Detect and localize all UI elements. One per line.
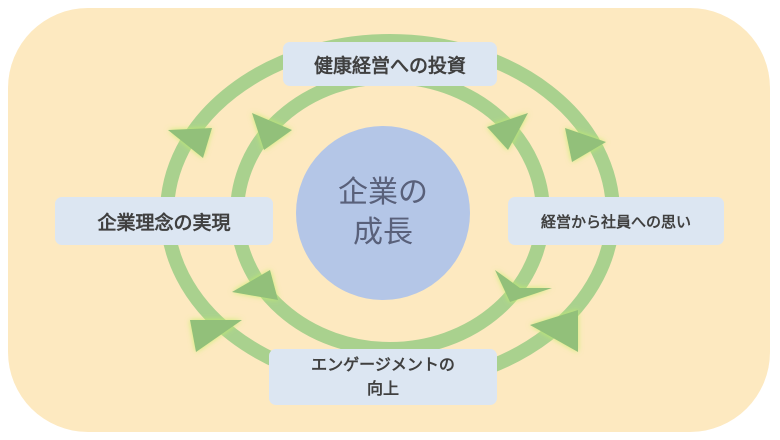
label-top-text: 健康経営への投資 bbox=[313, 54, 466, 77]
label-bottom: エンゲージメントの 向上 bbox=[269, 349, 497, 405]
label-bottom-text-line2: 向上 bbox=[366, 379, 399, 398]
label-bottom-text-line1: エンゲージメントの bbox=[311, 355, 455, 374]
label-right-text: 経営から社員への思い bbox=[540, 212, 691, 231]
label-top: 健康経営への投資 bbox=[283, 42, 497, 86]
label-right: 経営から社員への思い bbox=[508, 197, 724, 245]
center-circle: 企業の 成長 bbox=[296, 126, 470, 300]
arrow-inner-bottom-left bbox=[232, 270, 278, 300]
arrow-outer-bottom-left bbox=[190, 320, 242, 352]
arrow-outer-bottom-right bbox=[530, 310, 578, 352]
arrow-outer-top-right bbox=[565, 128, 606, 162]
arrow-inner-top-right bbox=[487, 113, 528, 150]
label-left: 企業理念の実現 bbox=[55, 197, 273, 245]
center-text-line1: 企業の bbox=[338, 175, 428, 210]
label-left-text: 企業理念の実現 bbox=[97, 211, 231, 234]
arrow-inner-bottom-right bbox=[495, 270, 552, 302]
arrow-outer-top-left bbox=[168, 128, 212, 158]
center-text-line2: 成長 bbox=[353, 215, 413, 250]
arrow-inner-top-left bbox=[252, 113, 292, 150]
